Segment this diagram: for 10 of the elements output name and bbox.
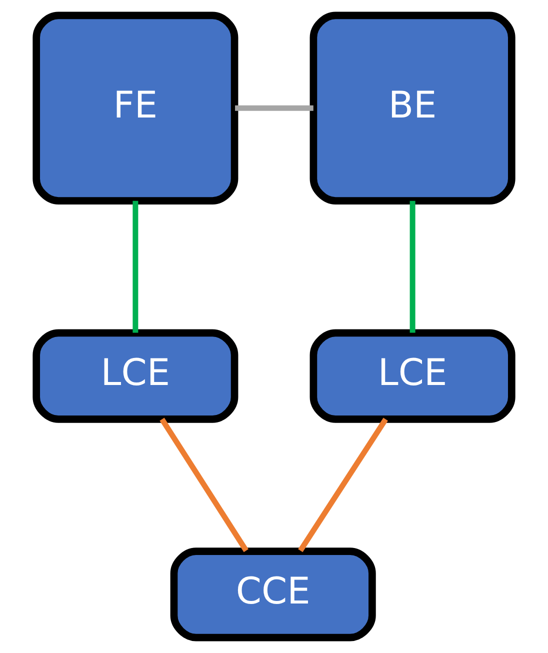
node-box: BE xyxy=(310,12,516,204)
connector xyxy=(132,200,138,333)
node-box: CCE xyxy=(170,548,376,642)
node-box: LCE xyxy=(310,329,516,423)
connector xyxy=(410,200,416,333)
node-box: FE xyxy=(32,12,238,204)
connector xyxy=(298,418,388,552)
connector xyxy=(235,105,314,111)
node-box: LCE xyxy=(32,329,238,423)
connector xyxy=(160,418,248,552)
